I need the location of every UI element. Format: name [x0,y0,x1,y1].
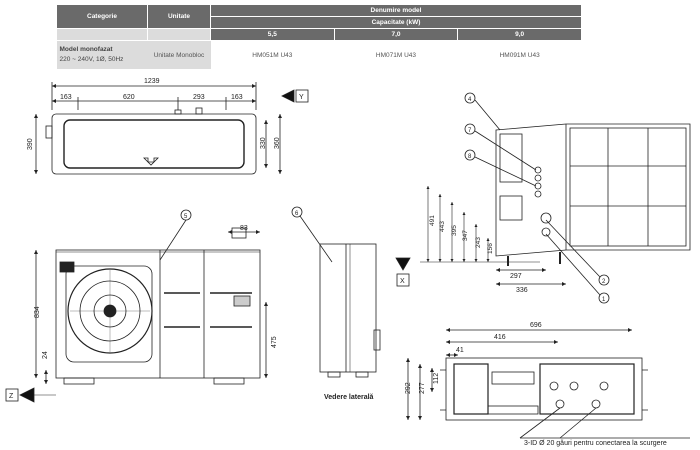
front-view: 834 24 475 83 5 Z [5,209,278,403]
row-model-2: HM071M U43 [334,40,458,69]
side-view: 6 Vedere laterală [291,206,381,401]
callout-1-label: 1 [602,297,606,303]
callout-4-label: 4 [468,97,472,103]
dim-156: 156 [487,243,494,254]
dim-right-b: 163 [231,94,243,101]
foot-right [213,377,245,385]
coil-grid [569,127,687,247]
top-view-handle [45,125,53,139]
row-category: Model monofazat 220 ~ 240V, 1Ø, 50Hz [56,40,148,69]
dim-height: 834 [34,306,41,318]
callout-2 [598,274,610,286]
callout-7-label: 7 [468,128,472,134]
arrow-down-icon [143,157,159,166]
bottom-frame-right [539,363,635,415]
rear-body [495,123,691,257]
callout-2-label: 2 [602,279,606,285]
bottom-label-plate [491,371,535,385]
header-model-name: Denumire model [210,4,582,17]
row-unit: Unitate Monobloc [147,40,211,69]
view-marker-y [295,89,309,103]
service-valve-box [233,295,251,307]
side-body [319,243,377,373]
top-view-grille [63,119,245,169]
front-body [55,249,261,379]
dim-297: 297 [510,273,522,280]
dim-mid: 620 [123,94,135,101]
dim-416: 416 [494,334,506,341]
bottom-base [445,357,643,421]
view-marker-z-label: Z [9,393,14,400]
dim-right-a: 293 [193,94,205,101]
bottom-frame-left [453,363,489,415]
dim-336: 336 [516,287,528,294]
foot-left [63,377,95,385]
dim-395: 395 [451,225,458,236]
rear-panel-upper [499,133,523,183]
bottom-rail [487,405,539,415]
row-model-3: HM091M U43 [457,40,582,69]
dim-depth-b: 330 [260,137,267,149]
callout-8-label: 8 [468,154,472,160]
view-marker-x-label: X [400,278,405,285]
callout-7 [464,123,476,135]
dim-vent-w: 83 [240,225,248,232]
rear-panel-lower [499,195,523,221]
row-category-line1: Model monofazat [59,46,113,53]
dim-41: 41 [456,347,464,354]
row-category-line2: 220 ~ 240V, 1Ø, 50Hz [59,56,124,63]
dim-left: 163 [60,94,72,101]
view-marker-z [5,388,19,402]
view-arrow-icon [19,387,35,403]
side-pipe [373,329,381,351]
drain-port [541,227,551,237]
dim-243: 243 [475,237,482,248]
top-view-body [51,113,257,175]
dim-depth-a: 390 [27,138,34,150]
drain-hole [591,399,601,409]
callout-6-label: 6 [295,211,299,217]
view-arrow-icon [281,89,295,103]
callout-8 [464,149,476,161]
capacity-col-1: 5,5 [210,28,335,41]
drain-note: 3-ID Ø 20 găuri pentru conectarea la scu… [524,440,667,447]
bottom-view: 696 416 41 292 277 112 3-ID Ø 20 găuri p… [405,322,690,447]
rear-view: 491 443 395 347 243 156 297 336 4 7 8 2 … [395,92,691,304]
dim-491: 491 [429,215,436,226]
view-marker-y-label: Y [299,94,304,101]
dim-depth-c: 360 [274,137,281,149]
header-category: Categorie [56,4,148,29]
dim-696: 696 [530,322,542,329]
brand-logo [59,261,75,273]
callout-1 [598,292,610,304]
top-pipe-stub [174,109,182,115]
view-arrow-icon [395,257,411,271]
callout-5-label: 5 [184,214,188,220]
side-view-caption: Vedere laterală [324,394,374,401]
drain-port [540,212,552,224]
dim-347: 347 [462,230,469,241]
dim-443: 443 [439,221,446,232]
dim-vent-h: 475 [271,336,278,348]
top-view: 1239 163 620 293 163 390 330 360 Y [27,78,309,175]
dim-overall: 1239 [144,78,160,85]
capacity-col-3: 9,0 [457,28,582,41]
spec-table: Categorie Unitate Denumire model Capacit… [56,4,582,69]
dim-foot: 24 [42,351,49,359]
drain-hole [555,399,565,409]
callout-6 [291,206,303,218]
row-model-1: HM051M U43 [210,40,335,69]
dim-277: 277 [419,382,426,394]
callout-4 [464,92,476,104]
capacity-col-2: 7,0 [333,28,459,41]
dim-292: 292 [405,382,412,394]
fan-icon [67,268,153,354]
view-marker-x [396,273,410,287]
dim-112: 112 [433,373,440,384]
top-pipe-stub [195,107,203,115]
